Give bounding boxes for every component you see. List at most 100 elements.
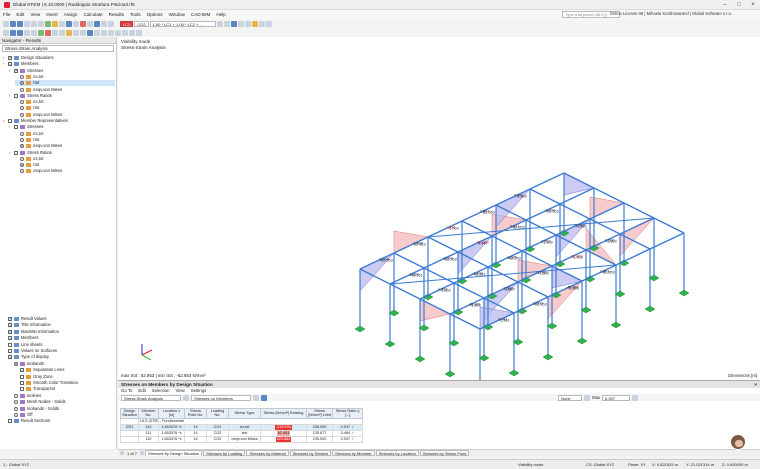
select-icon[interactable] bbox=[59, 20, 65, 27]
tree-item[interactable]: τtot bbox=[15, 162, 115, 168]
checkbox[interactable] bbox=[8, 119, 12, 123]
tree-item[interactable]: ›Stress Ratios bbox=[9, 150, 115, 156]
show-results-icon[interactable] bbox=[230, 20, 237, 27]
beam[interactable] bbox=[389, 264, 617, 285]
results-menu-settings[interactable]: Settings bbox=[190, 388, 207, 393]
checkbox[interactable] bbox=[8, 349, 12, 353]
move-icon[interactable] bbox=[66, 20, 72, 27]
beam[interactable] bbox=[359, 268, 481, 330]
delete-icon[interactable] bbox=[80, 20, 86, 27]
tree-item[interactable]: σx,tot bbox=[15, 74, 115, 80]
menu-cad-bim[interactable]: CAD-BIM bbox=[190, 12, 211, 17]
render-icon[interactable] bbox=[115, 29, 121, 36]
menu-tools[interactable]: Tools bbox=[129, 12, 141, 17]
tree-item[interactable]: τtot bbox=[15, 137, 115, 143]
next-loadcase-icon[interactable] bbox=[223, 20, 230, 27]
tree-item[interactable]: Line sheets bbox=[3, 342, 115, 348]
redo-icon[interactable] bbox=[38, 20, 44, 27]
table-select[interactable]: Stresses on Members bbox=[191, 394, 251, 401]
combination-select[interactable]: 1.00 * LC1 + 1.00 * LC2 + ... bbox=[149, 20, 216, 27]
tree-item[interactable]: ›Stresses bbox=[9, 68, 115, 74]
expand-chevron-icon[interactable]: › bbox=[9, 92, 11, 98]
checkbox[interactable] bbox=[8, 329, 13, 335]
visibility-icon[interactable] bbox=[129, 29, 135, 36]
menu-file[interactable]: File bbox=[3, 12, 11, 17]
beam[interactable] bbox=[393, 252, 515, 314]
export-icon[interactable] bbox=[261, 394, 267, 401]
tree-item[interactable]: ›Member Representatives bbox=[3, 118, 115, 124]
tree-item[interactable]: Title Information bbox=[3, 322, 115, 329]
model-viewport[interactable]: Visibility mode Stress-Strain Analysis -… bbox=[118, 37, 760, 380]
view-icon[interactable] bbox=[94, 20, 100, 27]
filter-select[interactable]: None bbox=[558, 394, 583, 401]
checkbox[interactable] bbox=[8, 342, 12, 347]
next-table-icon[interactable] bbox=[253, 394, 259, 401]
results-icon[interactable] bbox=[52, 20, 58, 27]
solid-icon[interactable] bbox=[31, 29, 37, 36]
tree-item[interactable]: τtot bbox=[15, 80, 115, 87]
tree-item[interactable]: σeqv,von Mises bbox=[15, 168, 115, 174]
print-icon[interactable] bbox=[24, 20, 30, 27]
top-view-icon[interactable] bbox=[101, 29, 107, 36]
front-view-icon[interactable] bbox=[94, 29, 100, 36]
radio-button[interactable] bbox=[20, 144, 24, 149]
filter-funnel-icon[interactable] bbox=[584, 394, 591, 401]
support-icon[interactable] bbox=[38, 29, 44, 36]
checkbox[interactable] bbox=[20, 374, 24, 379]
menu-help[interactable]: Help bbox=[216, 12, 226, 17]
tab-by-design-situation[interactable]: Stresses by Design Situation bbox=[145, 450, 203, 456]
search-input[interactable]: Type a keyword (Alt+Q) bbox=[562, 11, 620, 18]
menu-window[interactable]: Window bbox=[168, 12, 185, 17]
undo-icon[interactable] bbox=[31, 20, 37, 27]
checkbox[interactable] bbox=[8, 336, 13, 342]
col-stress-type[interactable]: Stress Type bbox=[228, 408, 261, 419]
last-page-icon[interactable] bbox=[140, 451, 145, 455]
col-member-no[interactable]: Member No. bbox=[138, 408, 159, 419]
beam[interactable] bbox=[427, 217, 655, 238]
tree-item[interactable]: Isolines bbox=[9, 393, 115, 399]
result-values-icon[interactable] bbox=[237, 20, 244, 27]
loadcase-select[interactable]: CO2 bbox=[134, 20, 149, 27]
checkbox[interactable] bbox=[20, 387, 24, 392]
tree-item[interactable]: ›Design Situations bbox=[3, 55, 115, 61]
radio-button[interactable] bbox=[14, 361, 18, 366]
col-stress-existing[interactable]: Stress [N/mm²] Existing bbox=[260, 408, 307, 419]
table-row[interactable]: 110 1.653376 *x 14 CO2 σeqv,von Mises 22… bbox=[120, 436, 363, 443]
save-icon[interactable] bbox=[17, 20, 23, 27]
checkbox[interactable] bbox=[8, 316, 13, 322]
tree-item[interactable]: Separation Lines bbox=[15, 367, 115, 374]
checkbox[interactable] bbox=[14, 68, 19, 74]
tree-item[interactable]: τtot bbox=[15, 105, 115, 111]
member-icon[interactable] bbox=[17, 29, 23, 36]
minimize-button[interactable]: – bbox=[723, 1, 727, 8]
close-button[interactable]: × bbox=[751, 1, 755, 8]
tab-by-stress-point[interactable]: Stresses by Stress Point bbox=[419, 450, 470, 456]
radio-button[interactable] bbox=[14, 400, 18, 405]
checkbox[interactable] bbox=[8, 419, 12, 424]
maximize-button[interactable]: □ bbox=[737, 1, 741, 8]
checkbox[interactable] bbox=[8, 323, 13, 329]
checkbox[interactable] bbox=[8, 355, 13, 361]
tree-item[interactable]: ›Stresses bbox=[9, 124, 115, 130]
open-file-icon[interactable] bbox=[10, 20, 16, 27]
col-stress-ratio[interactable]: Stress Ratio η [--] bbox=[332, 408, 363, 419]
status-view-select[interactable]: 1 - Global XYZ bbox=[3, 462, 30, 467]
zoom-icon[interactable] bbox=[101, 20, 107, 27]
radio-button[interactable] bbox=[20, 137, 24, 142]
radio-button[interactable] bbox=[20, 112, 24, 117]
col-stress-limit[interactable]: Stress [N/mm²] Limit bbox=[306, 408, 333, 419]
tree-item[interactable]: Transparent bbox=[15, 386, 115, 392]
tree-item[interactable]: σeqv,von Mises bbox=[15, 112, 115, 118]
col-loading[interactable]: Loading No. bbox=[206, 408, 229, 419]
menu-assign[interactable]: Assign bbox=[63, 12, 78, 17]
radio-button[interactable] bbox=[20, 100, 24, 105]
radio-button[interactable] bbox=[20, 74, 24, 79]
prev-table-icon[interactable] bbox=[183, 394, 189, 401]
tree-item[interactable]: ›Stress Ratios bbox=[9, 93, 115, 99]
animation-icon[interactable] bbox=[265, 20, 272, 27]
pan-icon[interactable] bbox=[108, 20, 114, 27]
radio-button[interactable] bbox=[20, 106, 24, 111]
radio-button[interactable] bbox=[20, 163, 24, 168]
structure-model[interactable]: -1.503-62.953-1.923-48.9511.923-1.503-48… bbox=[118, 37, 760, 380]
radio-button[interactable] bbox=[20, 131, 24, 136]
